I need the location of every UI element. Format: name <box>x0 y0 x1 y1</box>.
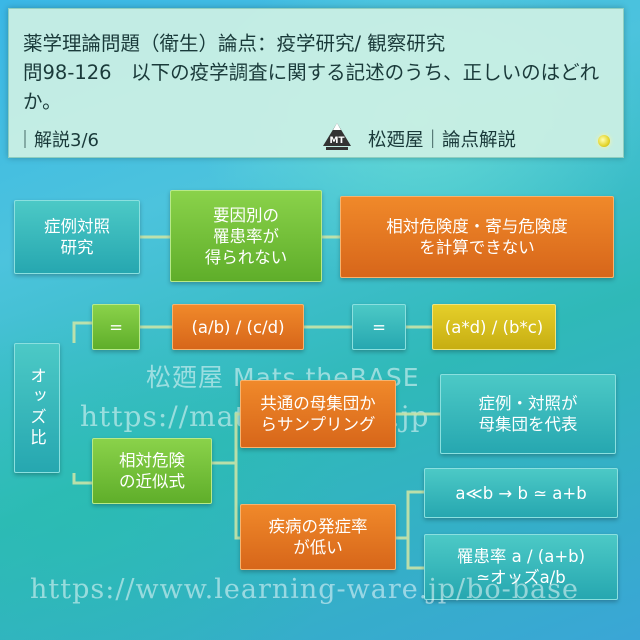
equals-box-1: = <box>92 304 140 350</box>
low-incidence-box: 疾病の発症率が低い <box>240 504 396 570</box>
formula-1-box: (a/b) / (c/d) <box>172 304 304 350</box>
title-line-2: 問98-126 以下の疫学調査に関する記述のうち、正しいのはどれか。 <box>23 61 600 113</box>
morbidity-ratio-box: 罹患率 a / (a+b)≃オッズa/b <box>424 534 618 600</box>
mt-logo: MT <box>323 123 351 150</box>
odds-ratio-box: オッズ比 <box>14 343 60 473</box>
title-line-1: 薬学理論問題（衛生）論点：疫学研究/ 観察研究 <box>23 32 446 55</box>
formula-2-box: (a*d) / (b*c) <box>432 304 556 350</box>
common-population-box: 共通の母集団からサンプリング <box>240 380 396 448</box>
representative-box: 症例・対照が母集団を代表 <box>440 374 616 454</box>
logo-text: MT <box>329 136 345 146</box>
brand-label: 松廼屋｜論点解説 <box>368 130 517 151</box>
subtitle: ｜解説3/6 <box>16 130 99 151</box>
approximation-box: 相対危険の近似式 <box>92 438 212 504</box>
case-control-study-box: 症例対照研究 <box>14 200 140 274</box>
equals-box-2: = <box>352 304 406 350</box>
a-much-less-b-box: a≪b → b ≃ a+b <box>424 468 618 518</box>
cannot-compute-risk-box: 相対危険度・寄与危険度を計算できない <box>340 196 614 278</box>
header-panel: 薬学理論問題（衛生）論点：疫学研究/ 観察研究 問98-126 以下の疫学調査に… <box>8 8 624 158</box>
watermark-url-2: https://www.learning-ware.jp/bo-base <box>30 574 579 605</box>
indicator-dot-icon <box>598 135 610 147</box>
cannot-get-rate-box: 要因別の罹患率が得られない <box>170 190 322 282</box>
page-title: 薬学理論問題（衛生）論点：疫学研究/ 観察研究 問98-126 以下の疫学調査に… <box>23 29 623 116</box>
